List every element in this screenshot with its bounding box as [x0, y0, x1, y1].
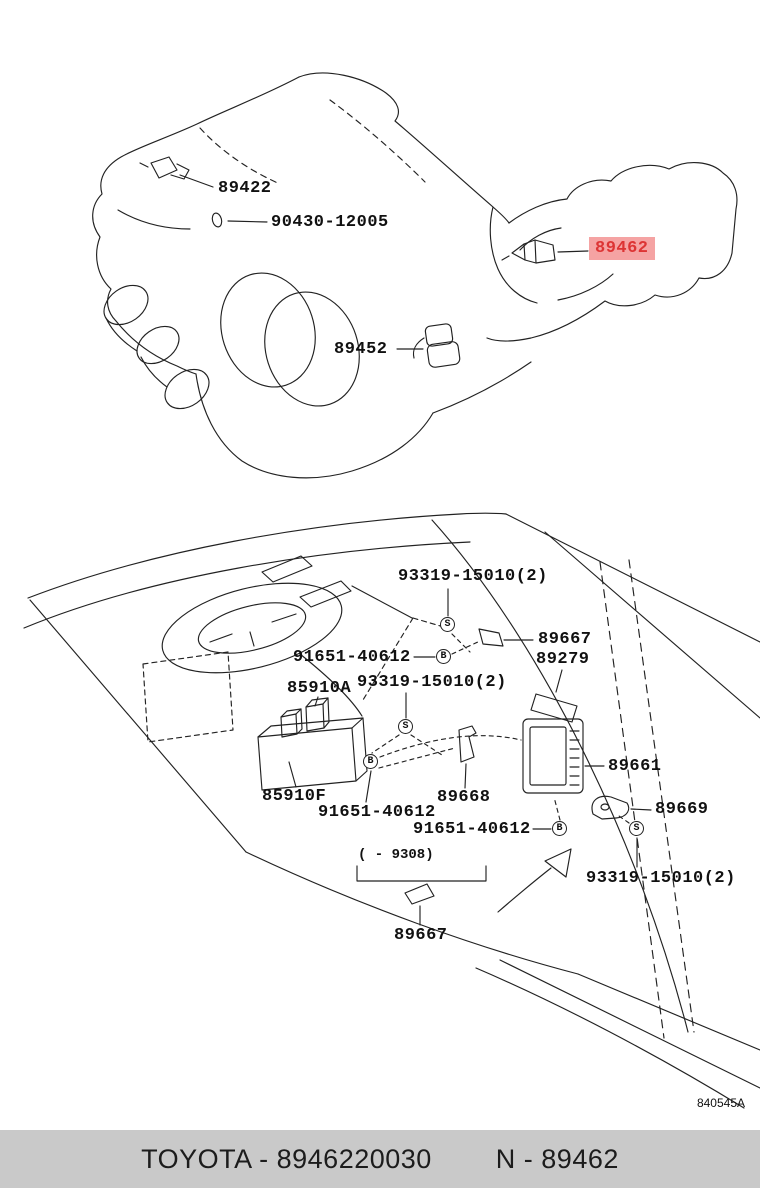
- sensor-89462-drawing: [501, 239, 556, 264]
- part-label-89667-2: 89667: [394, 926, 448, 945]
- screw-symbol-1: S: [440, 617, 455, 632]
- part-label-85910F: 85910F: [262, 787, 327, 806]
- ecu-drawing: [522, 718, 584, 794]
- sensor-89422-drawing: [139, 156, 190, 180]
- part-label-89422: 89422: [218, 179, 272, 198]
- sensor-89452-drawing: [412, 323, 461, 368]
- bracket-89668-drawing: [458, 725, 477, 763]
- footer-bar: TOYOTA - 8946220030 N - 89462: [0, 1130, 760, 1188]
- screw-symbol-3: S: [629, 821, 644, 836]
- footer-ref-number: N - 89462: [495, 1143, 619, 1174]
- part-label-89452: 89452: [334, 340, 388, 359]
- engine-drawing: [92, 72, 738, 479]
- oring-90430-drawing: [211, 212, 223, 228]
- bolt-symbol-3: B: [552, 821, 567, 836]
- bracket-89669-drawing: [591, 795, 630, 820]
- part-label-89668: 89668: [437, 788, 491, 807]
- part-label-93319-15010-1: 93319-15010(2): [398, 567, 548, 586]
- clip-89667-drawing: [478, 628, 504, 647]
- part-label-93319-15010-3: 93319-15010(2): [586, 869, 736, 888]
- bolt-symbol-2: B: [363, 754, 378, 769]
- part-label-85910A: 85910A: [287, 679, 352, 698]
- footer-brand-part-number: TOYOTA - 8946220030: [141, 1143, 432, 1174]
- part-label-90430-12005: 90430-12005: [271, 213, 389, 232]
- part-label-89462-highlighted: 89462: [589, 237, 655, 260]
- part-label-93319-15010-2: 93319-15010(2): [357, 673, 507, 692]
- part-label-89279: 89279: [536, 650, 590, 669]
- part-label-89661: 89661: [608, 757, 662, 776]
- bracket-89279-drawing: [530, 693, 578, 723]
- part-label-89669: 89669: [655, 800, 709, 819]
- interior-drawing: [23, 512, 760, 1109]
- part-label-91651-40612-2: 91651-40612: [318, 803, 436, 822]
- clip-89667b-drawing: [404, 883, 435, 905]
- arrow-icon: [497, 848, 572, 913]
- part-label-89667-1: 89667: [538, 630, 592, 649]
- date-range-label: ( - 9308): [358, 847, 434, 863]
- bolt-symbol-1: B: [436, 649, 451, 664]
- steering-wheel-drawing: [161, 582, 363, 717]
- diagram-code: 840545A: [696, 1096, 745, 1110]
- part-label-91651-40612-3: 91651-40612: [413, 820, 531, 839]
- diagram-line-art: [23, 72, 760, 1109]
- relay-box-drawing: [257, 697, 368, 791]
- part-label-91651-40612-1: 91651-40612: [293, 648, 411, 667]
- screw-symbol-2: S: [398, 719, 413, 734]
